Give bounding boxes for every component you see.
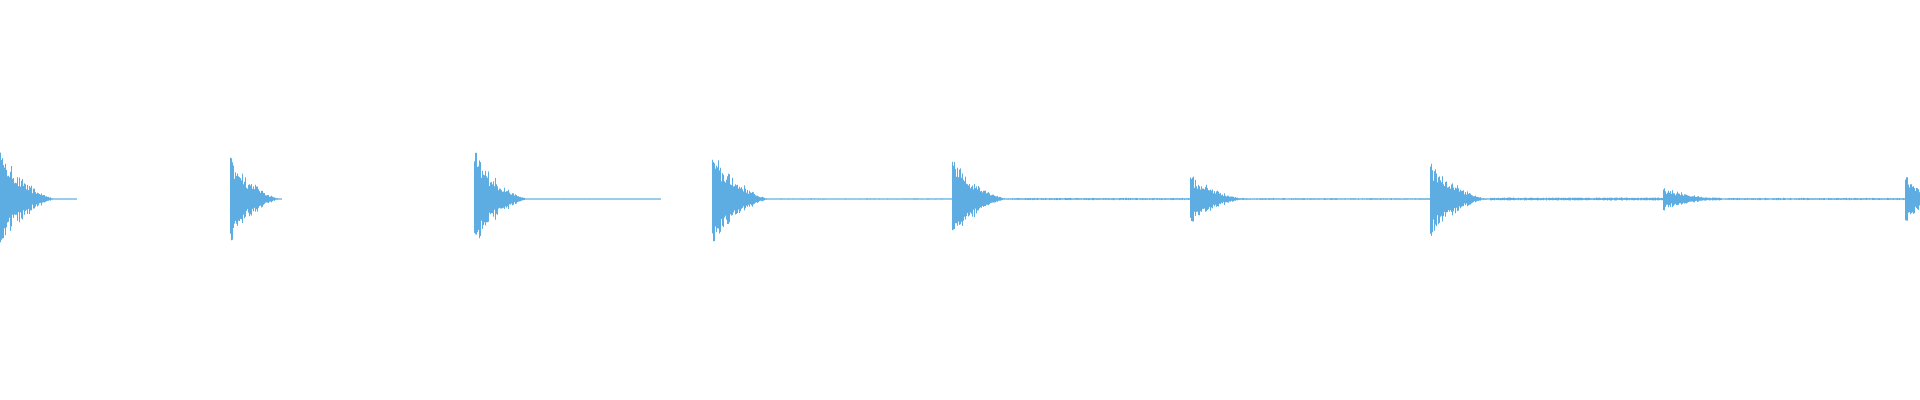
waveform-peaks <box>0 152 1920 243</box>
waveform-path <box>0 152 1920 243</box>
